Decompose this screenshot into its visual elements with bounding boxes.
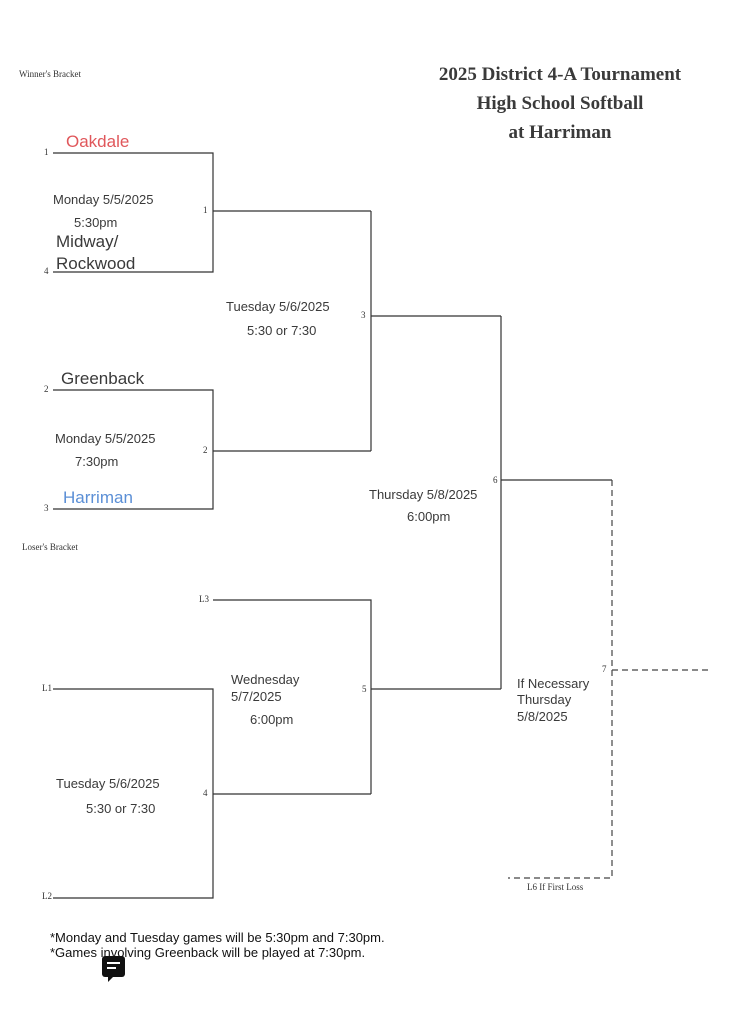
tournament-location: at Harriman xyxy=(508,122,612,143)
loser-slot-l6: L6 If First Loss xyxy=(527,882,584,892)
team-midway-rockwood-line1: Midway/ xyxy=(56,232,119,251)
tournament-subtitle: High School Softball xyxy=(476,93,644,114)
game5-time: 6:00pm xyxy=(250,712,294,727)
game-number: 5 xyxy=(362,684,367,694)
game7-line3: 5/8/2025 xyxy=(517,709,568,724)
loser-slot-l2: L2 xyxy=(42,891,52,901)
game3-day: Tuesday 5/6/2025 xyxy=(226,299,330,314)
game4-bracket-line xyxy=(53,688,214,899)
game-number: 1 xyxy=(203,205,208,215)
game1-time: 5:30pm xyxy=(74,215,118,230)
footnote: *Games involving Greenback will be playe… xyxy=(50,945,366,960)
game5-day-line2: 5/7/2025 xyxy=(231,689,282,704)
game6-day: Thursday 5/8/2025 xyxy=(369,487,478,502)
game3-time: 5:30 or 7:30 xyxy=(247,323,317,338)
seed-number: 4 xyxy=(44,266,49,276)
team-greenback: Greenback xyxy=(61,369,145,388)
game-number: 2 xyxy=(203,445,208,455)
loser-slot-l1: L1 xyxy=(42,683,52,693)
game6-time: 6:00pm xyxy=(407,509,451,524)
game5-bracket-line xyxy=(213,599,372,794)
game-number: 6 xyxy=(493,475,498,485)
game7-line1: If Necessary xyxy=(517,676,590,691)
game4-time: 5:30 or 7:30 xyxy=(86,801,156,816)
game2-day: Monday 5/5/2025 xyxy=(55,431,156,446)
seed-number: 3 xyxy=(44,503,49,513)
game-number: 4 xyxy=(203,788,208,798)
team-oakdale: Oakdale xyxy=(66,132,130,151)
comment-icon[interactable] xyxy=(102,956,125,982)
game1-bracket-line xyxy=(53,152,214,273)
game2-bracket-line xyxy=(53,389,214,510)
game1-day: Monday 5/5/2025 xyxy=(53,192,154,207)
game5-day-line1: Wednesday xyxy=(231,672,300,687)
team-harriman: Harriman xyxy=(63,488,133,507)
team-midway-rockwood-line2: Rockwood xyxy=(56,254,136,273)
game7-line2: Thursday xyxy=(517,692,572,707)
loser-slot-l3: L3 xyxy=(199,594,209,604)
tournament-title: 2025 District 4-A Tournament xyxy=(438,64,682,85)
winners-bracket-label: Winner's Bracket xyxy=(19,69,81,79)
footnote: *Monday and Tuesday games will be 5:30pm… xyxy=(50,930,385,945)
game4-day: Tuesday 5/6/2025 xyxy=(56,776,160,791)
game2-time: 7:30pm xyxy=(75,454,119,469)
game-number: 3 xyxy=(361,310,366,320)
game7-bracket-line xyxy=(508,480,613,879)
game-number: 7 xyxy=(602,664,607,674)
seed-number: 2 xyxy=(44,384,49,394)
losers-bracket-label: Loser's Bracket xyxy=(22,542,78,552)
seed-number: 1 xyxy=(44,147,49,157)
